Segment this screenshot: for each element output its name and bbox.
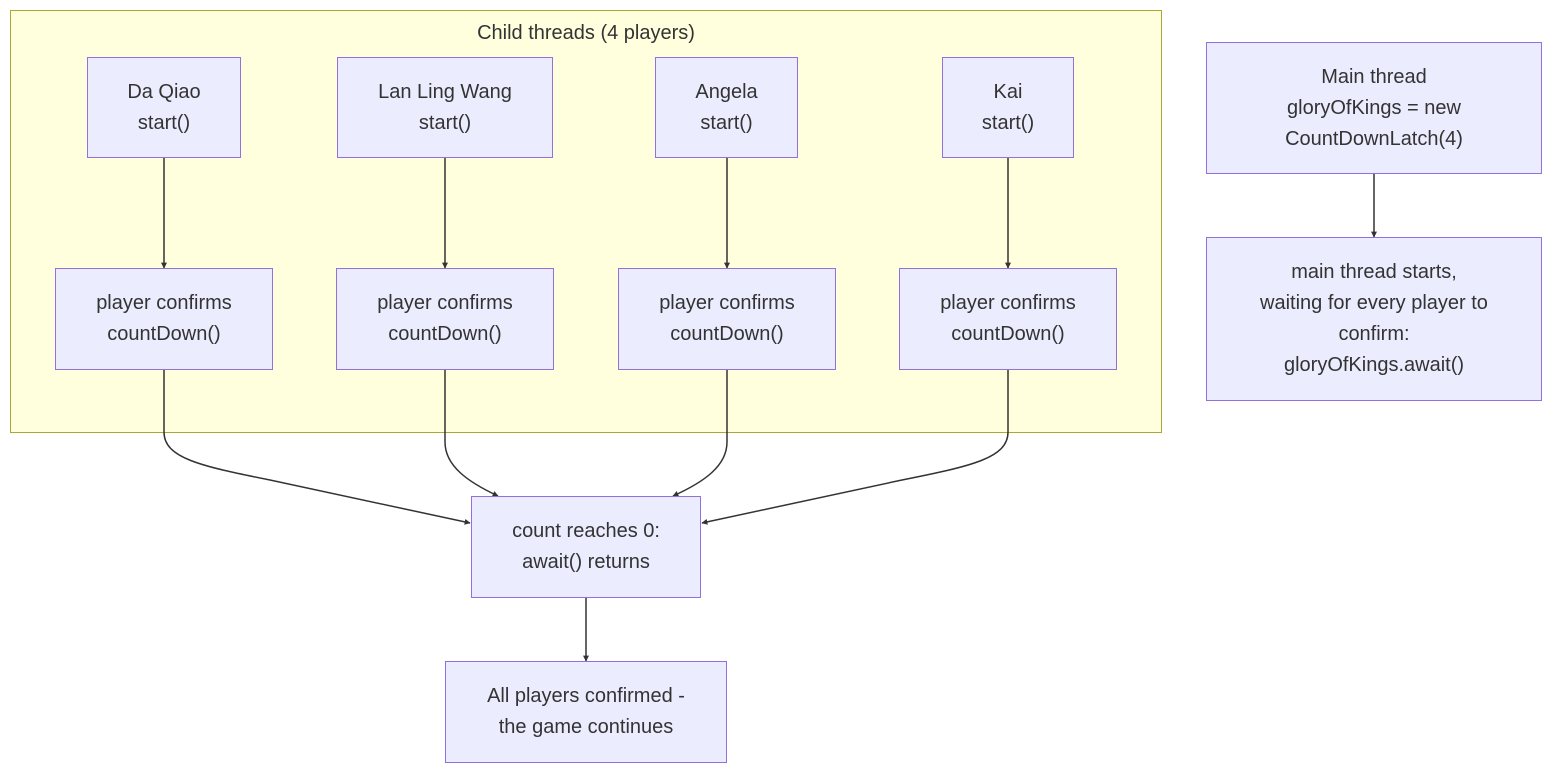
node-label-line: player confirms: [659, 292, 795, 314]
node-da-qiao-start: Da Qiao start(): [87, 57, 241, 158]
node-label-line: countDown(): [388, 323, 502, 345]
node-main-thread: Main thread gloryOfKings = new CountDown…: [1206, 42, 1542, 174]
node-label-line: start(): [981, 111, 1035, 134]
node-label-line: start(): [137, 111, 191, 134]
node-label-line: waiting for every player to: [1260, 292, 1488, 314]
node-label-line: Kai: [993, 80, 1023, 103]
node-lan-ling-wang-start: Lan Ling Wang start(): [337, 57, 553, 158]
node-count-reaches-zero: count reaches 0: await() returns: [471, 496, 701, 598]
node-label-line: Angela: [695, 80, 758, 103]
node-label-line: Da Qiao: [127, 80, 201, 103]
node-player-confirms-3: player confirms countDown(): [618, 268, 836, 370]
node-label-line: confirm:: [1338, 323, 1410, 345]
node-label-line: countDown(): [951, 323, 1065, 345]
node-label-line: Lan Ling Wang: [378, 80, 512, 103]
node-label-line: All players confirmed -: [487, 685, 685, 707]
node-label-line: await() returns: [522, 551, 650, 573]
node-label-line: Main thread: [1321, 65, 1427, 88]
node-label-line: start(): [418, 111, 472, 134]
node-label-line: count reaches 0:: [512, 520, 660, 542]
node-label-line: start(): [700, 111, 753, 134]
node-player-confirms-2: player confirms countDown(): [336, 268, 554, 370]
node-label-line: gloryOfKings.await(): [1283, 354, 1465, 376]
node-player-confirms-1: player confirms countDown(): [55, 268, 273, 370]
node-angela-start: Angela start(): [655, 57, 798, 158]
node-label-line: player confirms: [96, 292, 232, 314]
node-label-line: player confirms: [940, 292, 1076, 314]
node-label-line: countDown(): [670, 323, 784, 345]
node-label-line: player confirms: [377, 292, 513, 314]
node-label-line: the game continues: [498, 716, 674, 738]
node-label-line: countDown(): [107, 323, 221, 345]
node-label-line: CountDownLatch(4): [1285, 127, 1463, 150]
cluster-title: Child threads (4 players): [477, 22, 695, 44]
node-all-players-confirmed: All players confirmed - the game continu…: [445, 661, 727, 763]
node-kai-start: Kai start(): [942, 57, 1074, 158]
node-label-line: main thread starts,: [1291, 261, 1457, 283]
node-player-confirms-4: player confirms countDown(): [899, 268, 1117, 370]
node-main-thread-waiting: main thread starts, waiting for every pl…: [1206, 237, 1542, 401]
node-label-line: gloryOfKings = new: [1287, 96, 1461, 119]
